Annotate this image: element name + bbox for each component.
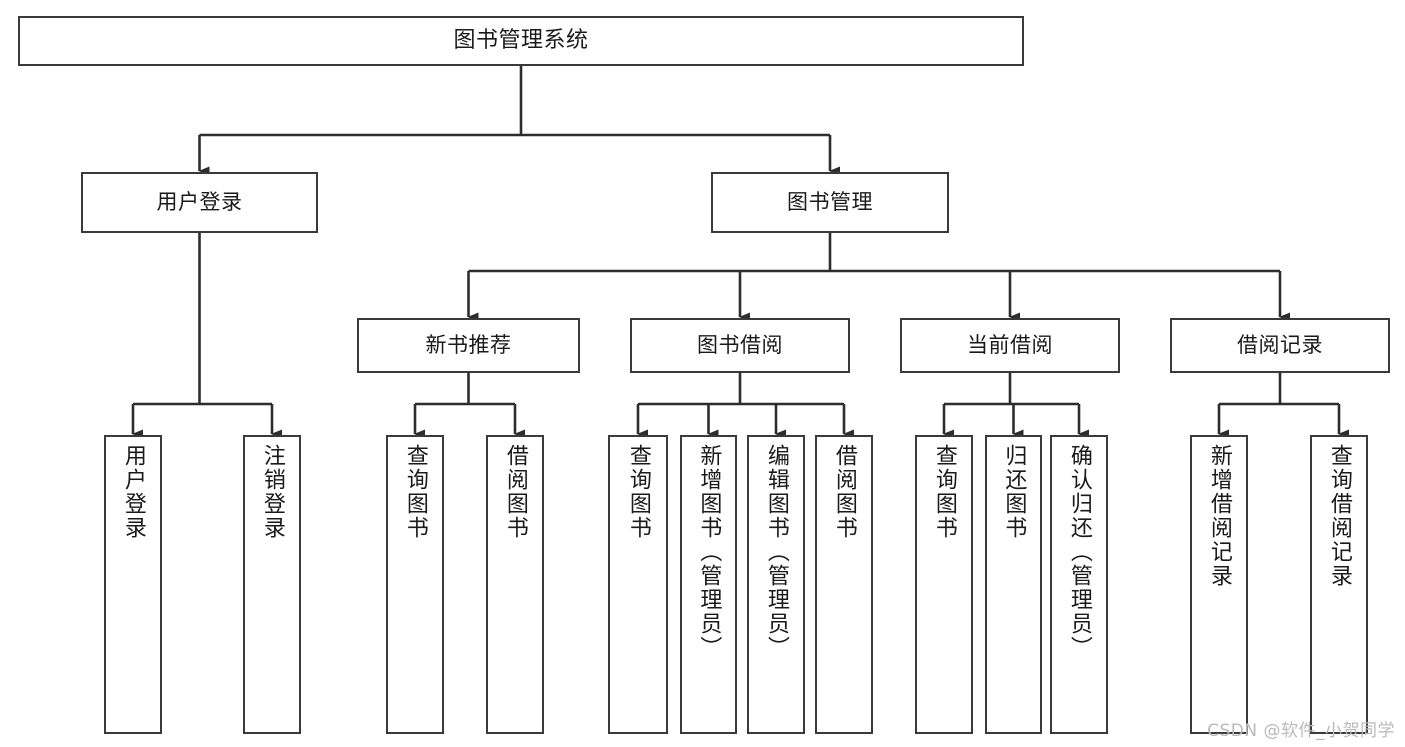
node-current-borrow[interactable]: 当前借阅 — [900, 318, 1120, 373]
node-leaf-query-book-3[interactable]: 查询图书 — [915, 435, 973, 734]
node-leaf-confirm-return[interactable]: 确认归还（管理员） — [1050, 435, 1108, 734]
node-leaf-return-book[interactable]: 归还图书 — [985, 435, 1042, 734]
node-book-manage[interactable]: 图书管理 — [711, 172, 949, 233]
node-leaf-edit-book-label: 编辑图书（管理员） — [763, 444, 789, 660]
node-user-login-label: 用户登录 — [156, 190, 243, 215]
node-leaf-borrow-book-2[interactable]: 借阅图书 — [815, 435, 873, 734]
node-user-login[interactable]: 用户登录 — [81, 172, 318, 233]
node-leaf-add-book[interactable]: 新增图书（管理员） — [680, 435, 737, 734]
node-borrow-record-label: 借阅记录 — [1237, 333, 1323, 358]
node-leaf-borrow-book-2-label: 借阅图书 — [831, 444, 857, 540]
node-leaf-query-book-1-label: 查询图书 — [402, 444, 428, 540]
node-leaf-return-book-label: 归还图书 — [1001, 444, 1027, 540]
node-leaf-borrow-book-1-label: 借阅图书 — [502, 444, 528, 540]
node-leaf-user-login-label: 用户登录 — [120, 444, 146, 540]
node-leaf-borrow-book-1[interactable]: 借阅图书 — [486, 435, 544, 734]
csdn-watermark: CSDN @软件_小贺同学 — [1207, 721, 1395, 741]
node-leaf-query-borrow-record[interactable]: 查询借阅记录 — [1310, 435, 1368, 734]
node-leaf-add-borrow-record[interactable]: 新增借阅记录 — [1190, 435, 1248, 734]
node-leaf-query-book-3-label: 查询图书 — [931, 444, 957, 540]
node-current-borrow-label: 当前借阅 — [967, 333, 1053, 358]
node-leaf-edit-book[interactable]: 编辑图书（管理员） — [747, 435, 805, 734]
node-leaf-logout-login-label: 注销登录 — [259, 444, 285, 540]
node-leaf-query-borrow-record-label: 查询借阅记录 — [1326, 444, 1352, 588]
node-borrow-record[interactable]: 借阅记录 — [1170, 318, 1390, 373]
node-leaf-logout-login[interactable]: 注销登录 — [243, 435, 301, 734]
node-root-label: 图书管理系统 — [453, 28, 589, 54]
node-root[interactable]: 图书管理系统 — [18, 16, 1024, 66]
node-leaf-user-login[interactable]: 用户登录 — [104, 435, 162, 734]
node-book-manage-label: 图书管理 — [787, 190, 873, 215]
node-new-book-recommend[interactable]: 新书推荐 — [357, 318, 580, 373]
node-leaf-add-borrow-record-label: 新增借阅记录 — [1206, 444, 1232, 588]
node-new-book-recommend-label: 新书推荐 — [425, 333, 512, 358]
node-leaf-query-book-2[interactable]: 查询图书 — [608, 435, 668, 734]
node-book-borrow-label: 图书借阅 — [697, 333, 783, 358]
node-book-borrow[interactable]: 图书借阅 — [630, 318, 850, 373]
node-leaf-add-book-label: 新增图书（管理员） — [696, 444, 722, 660]
node-leaf-confirm-return-label: 确认归还（管理员） — [1066, 444, 1092, 660]
node-leaf-query-book-2-label: 查询图书 — [625, 444, 651, 540]
node-leaf-query-book-1[interactable]: 查询图书 — [386, 435, 444, 734]
